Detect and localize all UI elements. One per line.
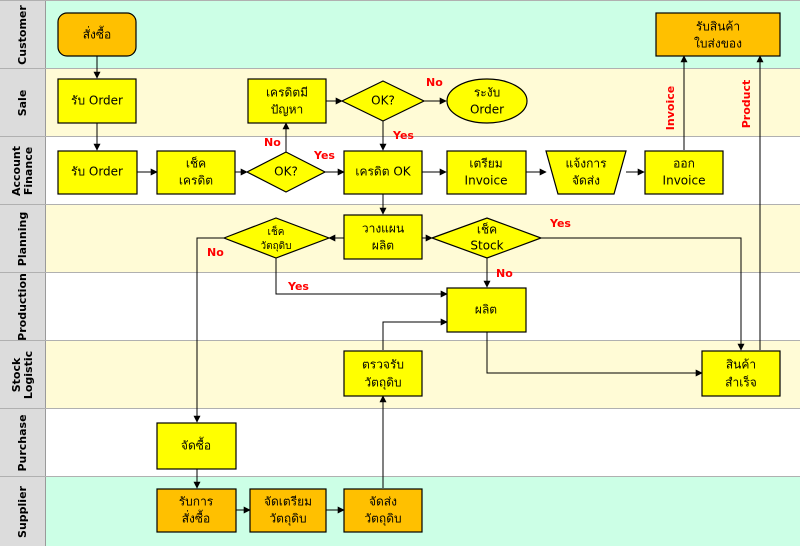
edge-label-no-stock: No: [496, 267, 513, 280]
edge-label-yes-credit-ok: Yes: [392, 129, 414, 142]
node-check-material-line1: เช็ค: [268, 224, 285, 238]
node-check-stock-line1: เช็ค: [477, 222, 497, 237]
node-receive-po-line2: สั่งซื้อ: [182, 510, 211, 526]
node-receive-po: [156, 488, 237, 533]
node-ok-sale-label: OK?: [371, 94, 395, 108]
node-issue-invoice-line1: ออก: [673, 157, 695, 171]
node-finished-goods: [701, 350, 781, 397]
node-prep-invoice-line1: เตรียม: [469, 157, 502, 171]
node-acc-order: [57, 150, 138, 195]
node-inspect-material-line2: วัตถุดิบ: [364, 376, 401, 391]
node-produce-label: ผลิต: [475, 303, 497, 317]
node-ship-material: [343, 488, 423, 533]
node-ship-material-line2: วัตถุดิบ: [364, 512, 401, 527]
node-notify-ship: [545, 150, 627, 195]
edge-material-yes: [275, 258, 448, 298]
node-plan-production: [343, 214, 423, 260]
node-inspect-material-line1: ตรวจรับ: [362, 358, 404, 372]
node-notify-ship-line2: จัดส่ง: [572, 174, 600, 188]
edge-label-yes-stock: Yes: [549, 217, 571, 230]
edge-produce-to-finished: [486, 332, 703, 377]
node-prepare-material-line1: จัดเตรียม: [264, 495, 312, 509]
node-receive-goods: [655, 12, 781, 57]
node-sale-order: [57, 78, 137, 124]
node-hold-order: [446, 78, 528, 124]
edge-inspect-to-produce: [382, 318, 448, 350]
node-hold-order-line2: Order: [470, 103, 504, 117]
node-order-customer: [57, 12, 137, 57]
node-plan-production-line1: วางแผน: [362, 222, 404, 236]
node-check-credit-line2: เครดิต: [179, 174, 213, 188]
node-issue-invoice: [644, 150, 724, 195]
node-purchase: [156, 422, 237, 470]
node-ok-acc: [245, 151, 327, 193]
node-ok-sale: [340, 80, 426, 122]
node-check-stock-line2: Stock: [470, 239, 503, 253]
node-check-credit-line1: เช็ค: [186, 156, 206, 171]
edge-label-invoice: Invoice: [664, 86, 677, 130]
lane-production: Production: [0, 272, 800, 340]
node-ship-material-line1: จัดส่ง: [369, 495, 397, 509]
edge-stock-yes: [541, 237, 745, 351]
node-check-credit: [156, 150, 236, 195]
node-credit-ok-label: เครดิต OK: [355, 165, 411, 179]
lane-purchase: Purchase: [0, 408, 800, 476]
edge-label-no-credit-problem: No: [264, 136, 281, 149]
node-receive-po-line1: รับการ: [179, 495, 214, 509]
edge-label-no-hold: No: [426, 76, 443, 89]
connectors: [93, 55, 764, 514]
node-prepare-material: [249, 488, 327, 533]
node-check-material-line2: วัตถุดิบ: [260, 241, 291, 252]
node-acc-order-label: รับ Order: [71, 165, 123, 179]
node-produce: [446, 287, 527, 333]
node-prepare-material-line2: วัตถุดิบ: [269, 512, 306, 527]
node-inspect-material: [343, 350, 423, 397]
node-credit-problem: [247, 78, 327, 124]
node-issue-invoice-line2: Invoice: [663, 174, 706, 188]
edge-label-no-material: No: [207, 246, 224, 259]
node-check-stock: [430, 217, 543, 259]
node-sale-order-label: รับ Order: [71, 94, 123, 108]
node-purchase-label: จัดซื้อ: [181, 437, 211, 453]
node-order-customer-label: สั่งซื้อ: [83, 26, 112, 42]
node-notify-ship-line1: แจ้งการ: [565, 157, 607, 171]
edge-label-product: Product: [740, 80, 753, 129]
node-check-material: [222, 217, 331, 259]
node-receive-goods-line1: รับสินค้า: [696, 20, 740, 34]
edge-labels: No Yes No Yes Yes No No Yes Invoice Prod…: [207, 76, 753, 293]
edge-label-yes-material: Yes: [287, 280, 309, 293]
node-ok-acc-label: OK?: [274, 165, 298, 179]
node-hold-order-line1: ระงับ: [474, 86, 500, 100]
node-finished-goods-line1: สินค้า: [726, 358, 756, 372]
edge-label-yes-acc: Yes: [313, 149, 335, 162]
node-credit-problem-line1: เครดิตมี: [266, 86, 308, 100]
node-credit-ok: [343, 150, 423, 195]
edge-material-no: [193, 237, 224, 423]
node-finished-goods-line2: สำเร็จ: [725, 375, 757, 390]
node-prep-invoice-line2: Invoice: [465, 174, 508, 188]
node-plan-production-line2: ผลิต: [372, 239, 394, 253]
node-receive-goods-line2: ใบส่งของ: [694, 37, 742, 51]
node-credit-problem-line2: ปัญหา: [271, 103, 304, 117]
node-prep-invoice: [446, 150, 527, 195]
